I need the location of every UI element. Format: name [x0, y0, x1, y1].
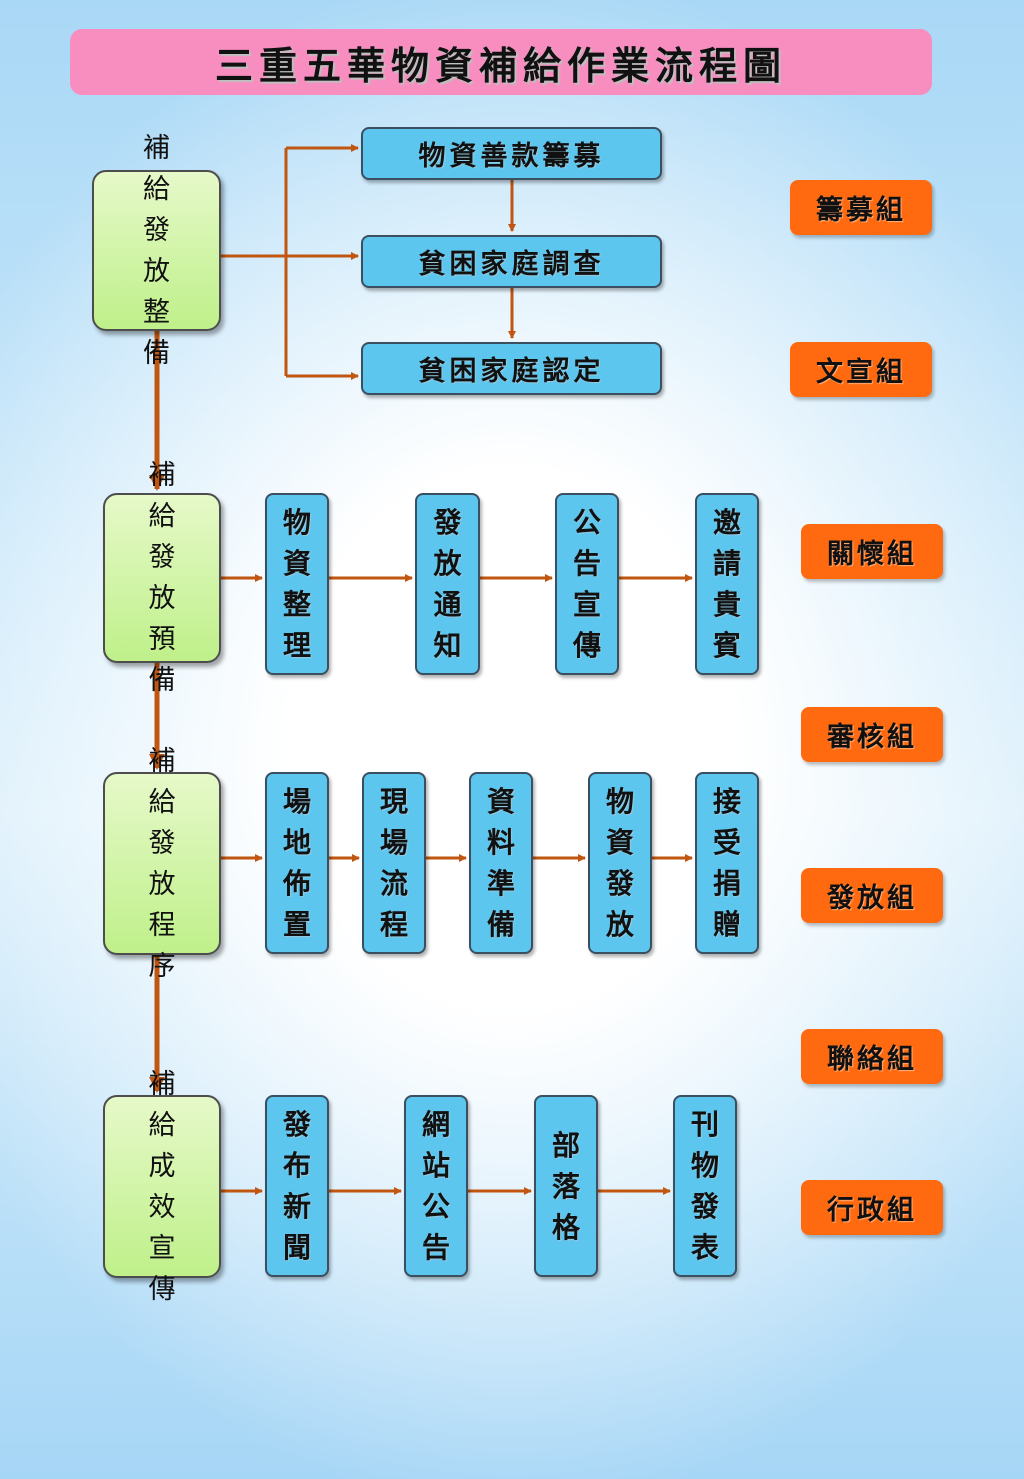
- step-label: 發布新聞: [282, 1108, 311, 1264]
- step-box: 網站公告: [404, 1095, 468, 1277]
- step-label: 接受捐贈: [712, 785, 741, 941]
- step-box: 物資整理: [265, 493, 329, 675]
- step-label: 部落格: [551, 1128, 580, 1244]
- step-box: 公告宣傳: [555, 493, 619, 675]
- step-box: 發放通知: [415, 493, 480, 675]
- step-label: 現場流程: [379, 785, 408, 941]
- step-label: 發放通知: [433, 506, 462, 662]
- group-tag: 行政組: [801, 1180, 943, 1235]
- step-box: 物資發放: [588, 772, 652, 954]
- group-tag: 審核組: [801, 707, 943, 762]
- step-box: 貧困家庭調查: [361, 235, 662, 288]
- phase-label: 補給發放程序: [148, 745, 182, 982]
- page-title: 三重五華物資補給作業流程圖: [70, 29, 932, 95]
- step-box: 邀請貴賓: [695, 493, 759, 675]
- step-box: 資料準備: [469, 772, 533, 954]
- step-box: 發布新聞: [265, 1095, 329, 1277]
- group-tag: 關懷組: [801, 524, 943, 579]
- step-label: 網站公告: [421, 1108, 450, 1264]
- step-box: 現場流程: [362, 772, 426, 954]
- group-tag: 文宣組: [790, 342, 932, 397]
- step-label: 物資發放: [605, 785, 634, 941]
- step-label: 資料準備: [486, 785, 515, 941]
- step-box: 接受捐贈: [695, 772, 759, 954]
- step-label: 物資整理: [282, 506, 311, 662]
- step-label: 公告宣傳: [572, 506, 601, 662]
- phase-box-3: 補給發放程序: [103, 746, 221, 982]
- step-label: 場地佈置: [282, 785, 311, 941]
- step-label: 刊物發表: [690, 1108, 719, 1264]
- phase-label: 補給發放整備: [143, 132, 176, 369]
- phase-label: 補給發放預備: [148, 460, 182, 696]
- step-label: 邀請貴賓: [712, 506, 741, 662]
- phase-box-2: 補給發放預備: [103, 460, 221, 696]
- step-box: 場地佈置: [265, 772, 329, 954]
- step-box: 物資善款籌募: [361, 127, 662, 180]
- group-tag: 發放組: [801, 868, 943, 923]
- phase-label: 補給成效宣傳: [148, 1068, 182, 1305]
- step-box: 部落格: [534, 1095, 598, 1277]
- group-tag: 聯絡組: [801, 1029, 943, 1084]
- group-tag: 籌募組: [790, 180, 932, 235]
- step-box: 刊物發表: [673, 1095, 737, 1277]
- phase-box-1: 補給發放整備: [92, 133, 221, 369]
- phase-box-4: 補給成效宣傳: [103, 1069, 221, 1305]
- step-box: 貧困家庭認定: [361, 342, 662, 395]
